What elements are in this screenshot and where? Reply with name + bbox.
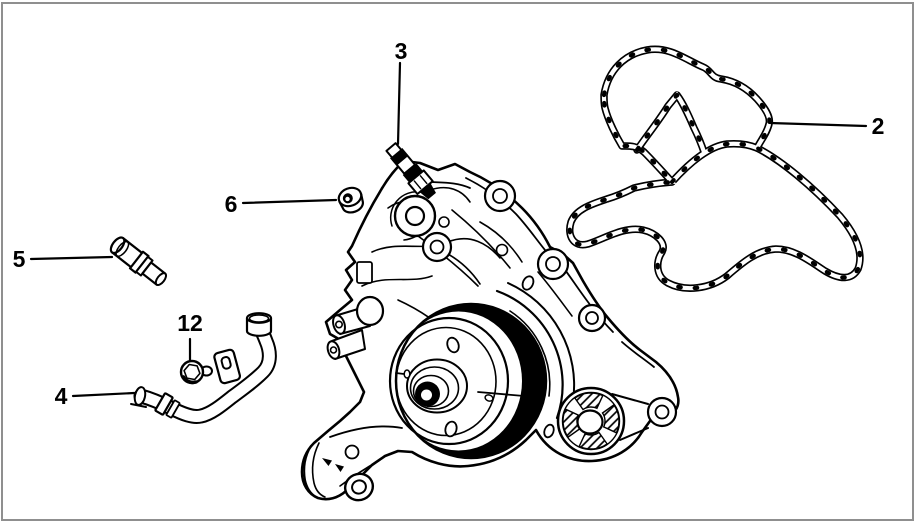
volute-arcs [495, 282, 576, 420]
bolt-bosses [389, 179, 607, 333]
callouts: 2 3 4 5 6 12 [13, 38, 885, 409]
pulley [388, 302, 548, 460]
callout-2: 2 [872, 113, 885, 139]
pulley-hole [444, 420, 458, 438]
sensor [385, 142, 436, 200]
leader-line-4 [71, 391, 136, 398]
leader-line-2 [768, 121, 868, 128]
fitting [109, 236, 168, 287]
leader-line-3 [396, 61, 402, 146]
tube-connector [245, 312, 273, 337]
nut [337, 186, 365, 214]
leader-line-6 [241, 198, 338, 205]
outlet-tube [130, 312, 277, 424]
leader-line-5 [29, 255, 114, 261]
callout-6: 6 [225, 191, 238, 217]
spoked-boss [543, 386, 649, 456]
left-standoffs [326, 295, 385, 360]
callout-5: 5 [13, 246, 26, 272]
right-foot-boss [646, 396, 678, 428]
left-slot [356, 261, 373, 284]
callout-12: 12 [177, 310, 203, 336]
tube-bracket [213, 348, 242, 385]
pulley-hole [446, 336, 460, 354]
thermostat-housing [303, 425, 403, 502]
callout-4: 4 [55, 383, 68, 409]
tube-collar [154, 392, 174, 416]
bolt [179, 359, 213, 385]
callout-3: 3 [395, 38, 408, 64]
